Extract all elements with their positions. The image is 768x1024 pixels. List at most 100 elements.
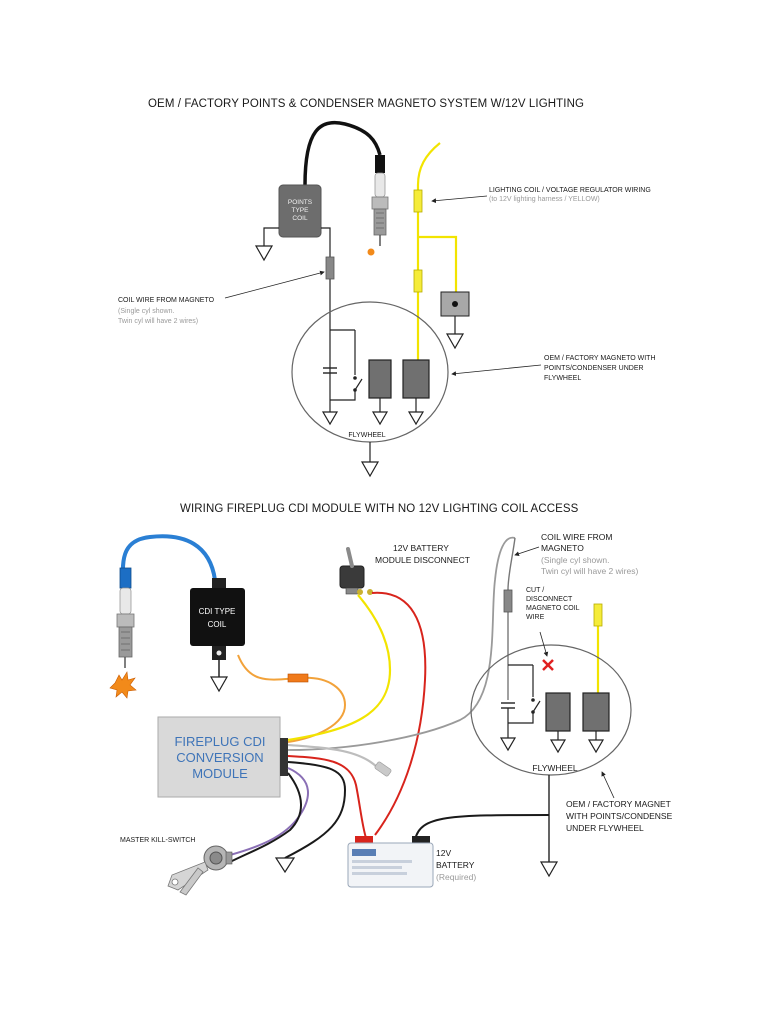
cut-label: CUT / (526, 587, 544, 594)
coil-wire-label: COIL WIRE FROM (541, 532, 612, 542)
bottom-ht-lead (120, 534, 217, 596)
magneto-label: POINTS/CONDENSER UNDER (544, 365, 644, 372)
kill-switch[interactable] (167, 845, 233, 896)
cdi-coil-label: COIL (208, 620, 227, 629)
disconnect-label: 12V BATTERY (393, 543, 449, 553)
regulator-terminal-icon (452, 301, 458, 307)
bottom-flywheel-label: FLYWHEEL (532, 763, 577, 773)
ground-icon (539, 861, 559, 878)
gray-wire (287, 536, 516, 751)
red-wire-module (287, 755, 367, 839)
bottom-points (531, 698, 535, 702)
coil-wire-label: MAGNETO (541, 543, 584, 553)
bottom-flywheel-circle (470, 644, 632, 776)
cdi-coil (190, 588, 245, 646)
gray-stub-connector (374, 761, 392, 777)
lighting-arrow (431, 195, 488, 204)
top-yellow-branch (418, 235, 458, 292)
top-ht-lead (303, 121, 382, 186)
magneto-label: FLYWHEEL (544, 375, 581, 382)
coil-wire-label: COIL WIRE FROM MAGNETO (118, 297, 215, 304)
top-magneto-coil (368, 359, 392, 399)
battery-label: 12V (436, 848, 451, 858)
magneto-arrow (451, 364, 542, 376)
coil-wire-arrow (224, 270, 325, 299)
points-coil-label: TYPE (292, 207, 310, 214)
spark-icon (367, 248, 375, 256)
bottom-yellow-connector (593, 603, 603, 627)
cut-label: MAGNETO COIL (526, 605, 580, 612)
top-spark-plug (371, 172, 389, 246)
top-yellow-wire (416, 142, 441, 390)
module-label: MODULE (192, 766, 248, 781)
magnet-label: UNDER FLYWHEEL (566, 823, 644, 833)
battery-negative-wire (414, 814, 550, 841)
points-coil (278, 184, 322, 238)
top-title: OEM / FACTORY POINTS & CONDENSER MAGNETO… (148, 98, 584, 110)
black-wire-ground (284, 761, 347, 859)
magnet-label: WITH POINTS/CONDENSE (566, 811, 673, 821)
top-internal-wire (330, 390, 356, 401)
ground-icon (499, 737, 517, 752)
battery-label: BATTERY (436, 860, 475, 870)
ground-icon (549, 739, 567, 754)
bottom-yellow-wire (287, 594, 392, 742)
bottom-internal-wire (508, 712, 534, 724)
bottom-points (532, 700, 541, 713)
coil-ground-wire (263, 227, 279, 246)
module-label: CONVERSION (176, 750, 263, 765)
battery-sub: (Required) (436, 872, 476, 882)
bottom-coil-wire (507, 537, 516, 700)
ground-icon (407, 411, 425, 426)
lighting-label: LIGHTING COIL / VOLTAGE REGULATOR WIRING (489, 187, 651, 194)
ground-icon (445, 333, 465, 350)
disconnect-switch[interactable] (339, 547, 373, 595)
points-coil-label: COIL (292, 215, 308, 222)
black-wire-kill (229, 772, 302, 863)
cdi-coil-top-tab (212, 578, 226, 588)
ground-icon (360, 461, 380, 478)
ground-icon (371, 411, 389, 426)
magneto-label: OEM / FACTORY MAGNETO WITH (544, 355, 656, 362)
bottom-lighting-coil (582, 692, 610, 732)
top-diagram: OEM / FACTORY POINTS & CONDENSER MAGNETO… (118, 98, 656, 478)
top-connector (325, 256, 335, 280)
kill-switch-label: MASTER KILL-SWITCH (120, 837, 195, 844)
cut-label: DISCONNECT (526, 596, 573, 603)
red-wire-switch (371, 591, 427, 836)
coil-wire-arrow (514, 546, 540, 557)
battery (347, 836, 434, 888)
coil-wire-sub: Twin cyl will have 2 wires) (118, 318, 198, 325)
disconnect-label: MODULE DISCONNECT (375, 555, 470, 565)
lighting-sub: (to 12V lighting harness / YELLOW) (489, 196, 600, 203)
fireplug-module (157, 716, 281, 798)
top-coil-wire (321, 227, 331, 405)
module-connector (280, 738, 288, 776)
cut-x-icon (542, 659, 554, 671)
orange-connector (287, 673, 309, 683)
top-flywheel-label: FLYWHEEL (348, 432, 385, 439)
ground-icon (274, 857, 296, 874)
ground-icon (321, 411, 339, 426)
orange-wire (237, 654, 347, 743)
gray-stub-wire (287, 743, 379, 769)
coil-wire-sub: (Single cyl shown. (118, 308, 174, 315)
cut-label: WIRE (526, 614, 545, 621)
top-points (354, 378, 363, 391)
bottom-title: WIRING FIREPLUG CDI MODULE WITH NO 12V L… (180, 503, 579, 515)
bottom-connector (503, 589, 513, 613)
cut-arrow (539, 631, 549, 657)
cdi-coil-label: CDI TYPE (199, 607, 236, 616)
top-lighting-coil (402, 359, 430, 399)
top-plug-boot (375, 155, 385, 173)
cdi-coil-terminal-icon (216, 650, 222, 656)
bottom-magneto-coil (545, 692, 571, 732)
ground-icon (587, 739, 605, 754)
top-points (353, 376, 357, 380)
bottom-spark-plug (116, 587, 135, 668)
top-yellow-connector (413, 189, 423, 213)
magnet-label: OEM / FACTORY MAGNET (566, 799, 671, 809)
bottom-plug-boot (119, 567, 132, 589)
points-coil-label: POINTS (288, 199, 313, 206)
